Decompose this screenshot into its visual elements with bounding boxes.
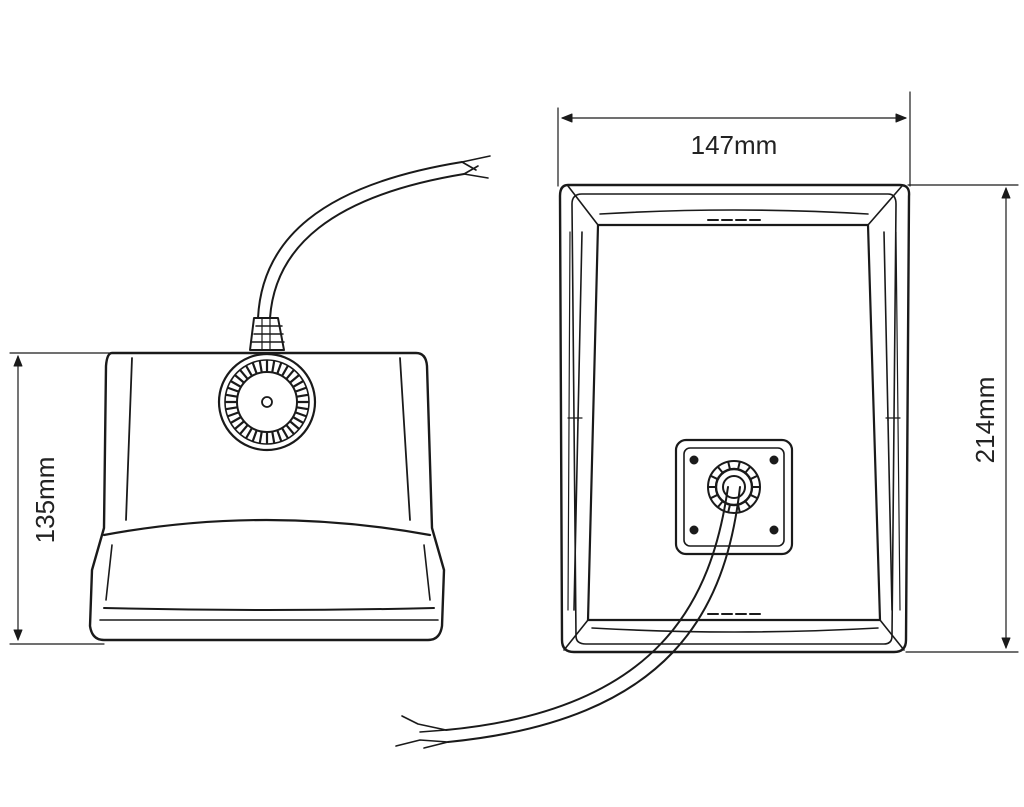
knob-rib <box>292 416 304 424</box>
knob-rib <box>292 380 304 388</box>
knob-rib <box>727 461 731 470</box>
knob-rib <box>750 475 758 480</box>
knob-rib <box>234 420 245 430</box>
knob-rib <box>710 494 718 499</box>
knob-rib <box>295 386 307 393</box>
knob-rib <box>295 411 307 418</box>
back-view-cable <box>395 486 741 749</box>
knob-rib <box>234 374 245 384</box>
knob-rib <box>239 424 249 435</box>
side-view: 135mm <box>9 155 491 645</box>
knob-rib <box>717 466 724 474</box>
knob-rib <box>744 466 751 474</box>
back-view-frame <box>558 183 911 654</box>
height-label: 214mm <box>970 377 1000 464</box>
knob-rib <box>750 494 758 499</box>
knob-rib <box>289 374 300 384</box>
knob-rib <box>258 360 263 373</box>
side-view-cable <box>249 155 491 351</box>
knob-rib <box>737 461 741 470</box>
height-dimension <box>905 184 1019 653</box>
knob-rib <box>710 475 718 480</box>
knob-rib <box>227 386 239 393</box>
knob-rib <box>251 430 258 442</box>
knob-rib <box>289 420 300 430</box>
knob-rib <box>285 369 295 380</box>
side-view-body <box>88 351 446 642</box>
knob-rib <box>296 406 309 411</box>
knob-rib <box>245 427 253 439</box>
knob-rib <box>227 411 239 418</box>
knob-rib <box>281 365 289 377</box>
depth-dimension <box>9 352 113 645</box>
knob-rib <box>239 369 249 380</box>
knob-rib <box>230 380 242 388</box>
knob-rib <box>225 393 238 398</box>
width-dimension <box>557 91 911 187</box>
back-view: 147mm 214mm <box>395 91 1019 749</box>
knob-rib <box>276 430 283 442</box>
knob-rib <box>285 424 295 435</box>
knob-rib <box>271 431 276 444</box>
knob-rib <box>296 393 309 398</box>
side-view-knob <box>217 352 317 452</box>
knob-rib <box>258 431 263 444</box>
knob-rib <box>230 416 242 424</box>
knob-rib <box>225 406 238 411</box>
knob-rib <box>271 360 276 373</box>
knob-rib <box>281 427 289 439</box>
knob-rib <box>276 362 283 374</box>
knob-rib <box>737 504 741 513</box>
knob-rib <box>245 365 253 377</box>
knob-rib <box>717 500 724 508</box>
knob-rib <box>251 362 258 374</box>
knob-rib <box>744 500 751 508</box>
width-label: 147mm <box>691 130 778 160</box>
depth-label: 135mm <box>30 457 60 544</box>
back-view-connector-plate <box>674 438 794 556</box>
knob-rib <box>727 504 731 513</box>
